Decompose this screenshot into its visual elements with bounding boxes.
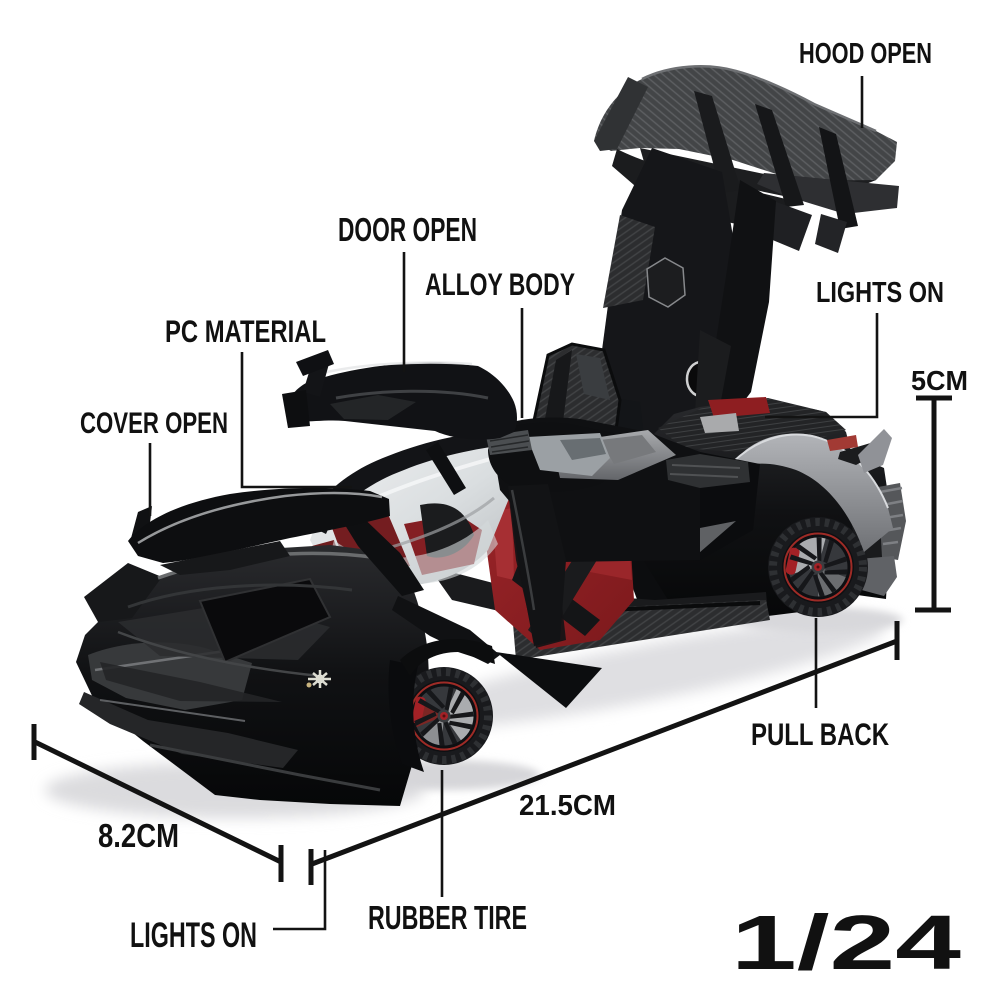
svg-text:PULL BACK: PULL BACK [751, 716, 889, 752]
svg-text:1/24: 1/24 [731, 900, 961, 986]
svg-text:LIGHTS ON: LIGHTS ON [816, 277, 944, 309]
svg-text:PC MATERIAL: PC MATERIAL [165, 313, 326, 349]
svg-text:LIGHTS ON: LIGHTS ON [130, 916, 257, 955]
svg-text:RUBBER TIRE: RUBBER TIRE [368, 899, 527, 936]
svg-text:8.2CM: 8.2CM [98, 817, 179, 854]
svg-text:21.5CM: 21.5CM [519, 790, 616, 822]
svg-text:ALLOY BODY: ALLOY BODY [425, 266, 575, 302]
svg-text:DOOR OPEN: DOOR OPEN [338, 212, 477, 249]
svg-text:5CM: 5CM [911, 365, 968, 396]
svg-text:COVER OPEN: COVER OPEN [80, 407, 228, 440]
svg-text:HOOD OPEN: HOOD OPEN [799, 38, 932, 70]
